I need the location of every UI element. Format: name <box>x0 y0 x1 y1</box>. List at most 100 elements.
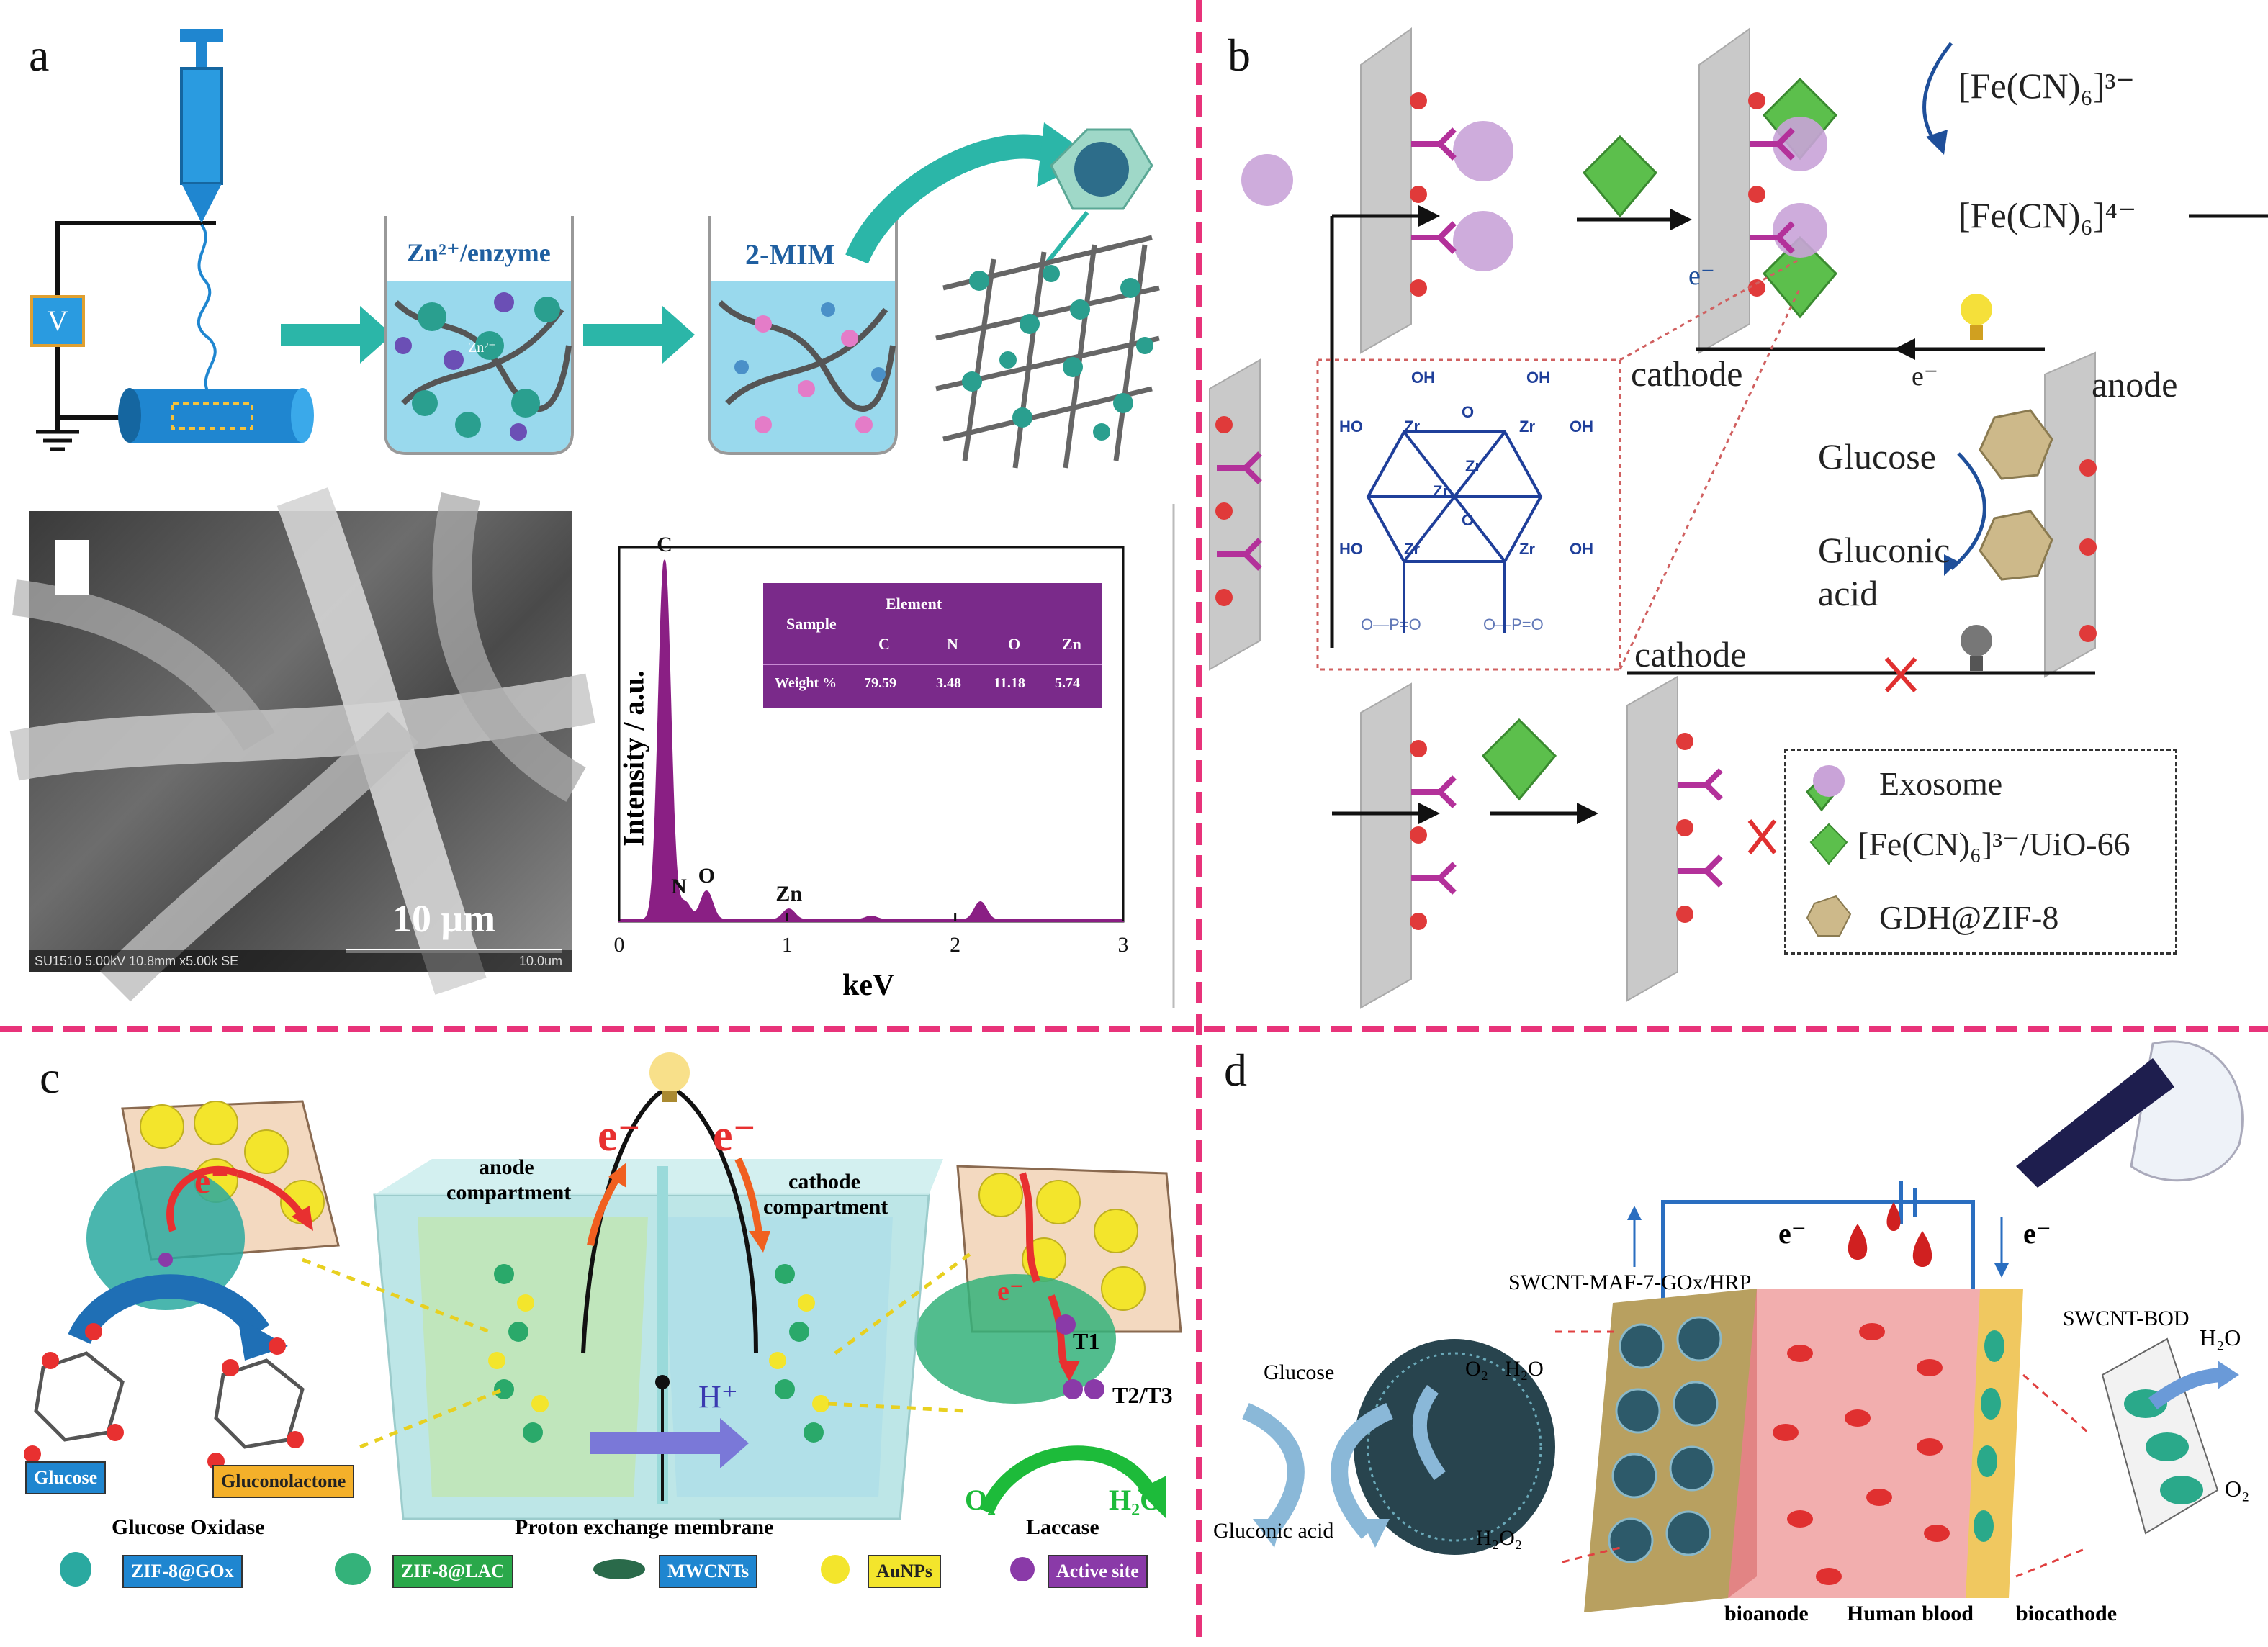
sem-info-scale: 10.0um <box>518 954 562 968</box>
voltage-source: V <box>30 295 85 347</box>
o2-label-c: O₂ <box>965 1484 996 1516</box>
voltage-label: V <box>47 304 68 337</box>
eds-peak-label-zn: Zn <box>775 882 802 906</box>
legend-panel-b <box>1784 749 2177 955</box>
glucose-label-b: Glucose <box>1818 436 1936 477</box>
table-row-label: Weight % <box>775 675 837 691</box>
uio-zr-3: Zr <box>1465 457 1481 475</box>
bioanode-label: bioanode <box>1724 1602 1809 1625</box>
beaker-zn-enzyme-label: Zn²⁺/enzyme <box>407 238 551 267</box>
o2-label-d-left: O₂ <box>1465 1357 1489 1381</box>
table-val-c: 79.59 <box>864 675 896 691</box>
uio66-structure-labels: OH OH HO OH Zr Zr Zr Zr O O HO OH Zr Zr … <box>1318 360 1620 669</box>
biofuel-sensor-schematic <box>1209 27 2268 1009</box>
table-col-c: C <box>878 635 890 653</box>
sem-info-text: SU1510 5.00kV 10.8mm x5.00k SE <box>35 954 239 968</box>
eds-xlabel: keV <box>842 969 895 1002</box>
sem-white-marker <box>55 540 89 595</box>
sem-scale-text: 10 μm <box>392 897 496 940</box>
human-blood-label: Human blood <box>1847 1602 1974 1625</box>
eds-x-tick-label: 0 <box>614 933 625 957</box>
panel-label-d: d <box>1224 1044 1247 1096</box>
table-col-n: N <box>947 635 958 653</box>
panel-label-b: b <box>1228 30 1251 81</box>
table-group-header: Element <box>886 595 942 613</box>
legend-active-site: Active site <box>1048 1555 1148 1588</box>
legend-ferricyanide-uio66: [Fe(CN)₆]³⁻/UiO-66 <box>1858 826 2130 862</box>
uio-zr-2: Zr <box>1519 418 1535 436</box>
uio-zr-1: Zr <box>1404 418 1420 436</box>
h2o-label-c: H₂O <box>1109 1484 1163 1516</box>
electron-label-circuit: e⁻ <box>1912 361 1938 392</box>
proton-membrane-label: Proton exchange membrane <box>515 1515 774 1539</box>
table-col-o: O <box>1008 635 1021 653</box>
anode-label: anode <box>2092 364 2178 405</box>
biocathode-label: biocathode <box>2016 1602 2118 1625</box>
uio-phosphate-1: O—P=O <box>1361 615 1421 633</box>
uio-zr-4: Zr <box>1433 482 1449 500</box>
gluconic-acid-label-d: Gluconic acid <box>1213 1519 1334 1543</box>
electron-d-left: e⁻ <box>1778 1217 1806 1250</box>
eds-peak-label-c: C <box>657 533 672 556</box>
uio-zr-5: Zr <box>1404 540 1420 558</box>
uio-phosphate-2: O—P=O <box>1483 615 1544 633</box>
eds-x-tick-label: 1 <box>782 933 793 957</box>
uio-ho-2: HO <box>1339 540 1363 558</box>
gluconic-acid-label-2: acid <box>1818 573 1878 613</box>
eds-x-tick-label: 3 <box>1118 933 1129 957</box>
legend-aunps: AuNPs <box>868 1555 942 1588</box>
eds-peak-label-n: N <box>671 875 687 898</box>
legend-gdh-zif8: GDH@ZIF-8 <box>1879 899 2059 936</box>
uio-o-1: O <box>1462 403 1475 421</box>
table-col-zn: Zn <box>1062 635 1081 653</box>
cathode-material-label: SWCNT-BOD <box>2063 1307 2190 1330</box>
gluconolactone-tag: Gluconolactone <box>212 1465 355 1498</box>
uio-oh-2: OH <box>1526 369 1550 387</box>
uio-oh-4: OH <box>1570 540 1593 558</box>
anode-compartment-label-2: compartment <box>446 1181 572 1204</box>
cathode-compartment-label-2: compartment <box>763 1195 888 1219</box>
proton-label: H⁺ <box>698 1379 738 1414</box>
electron-label-top: e⁻ <box>1688 261 1715 291</box>
table-val-o: 11.18 <box>994 675 1025 691</box>
legend-zif8-lac: ZIF-8@LAC <box>392 1555 514 1588</box>
h2o2-label-d: H₂O₂ <box>1476 1526 1523 1550</box>
sem-info-bar: SU1510 5.00kV 10.8mm x5.00k SE 10.0um <box>29 950 572 972</box>
h2o-label-d-left: H₂O <box>1505 1357 1544 1381</box>
uio-ho-1: HO <box>1339 418 1363 436</box>
eds-peak-label-o: O <box>698 864 715 888</box>
electron-c-laccase: e⁻ <box>997 1276 1024 1307</box>
eds-x-tick-label: 2 <box>950 933 960 957</box>
electron-c-gox: e⁻ <box>194 1160 230 1201</box>
cathode-label-bottom: cathode <box>1634 634 1747 674</box>
uio-zr-6: Zr <box>1519 540 1535 558</box>
anode-compartment-label-1: anode <box>479 1155 534 1179</box>
t1-label: T1 <box>1073 1328 1100 1354</box>
beaker-zn-ion: Zn²⁺ <box>468 340 496 356</box>
electron-c-left: e⁻ <box>598 1111 642 1160</box>
uio-o-2: O <box>1462 511 1475 529</box>
legend-exosome: Exosome <box>1879 765 2003 802</box>
glucose-tag: Glucose <box>25 1461 107 1494</box>
eds-inset-table: Sample Element C N O Zn Weight % 79.59 3… <box>763 583 1102 708</box>
uio-oh-3: OH <box>1570 418 1593 436</box>
electrospinning-schematic <box>36 29 1160 469</box>
table-val-zn: 5.74 <box>1055 675 1080 691</box>
electron-c-right: e⁻ <box>713 1111 757 1160</box>
glucose-oxidase-label: Glucose Oxidase <box>112 1515 265 1539</box>
o2-label-d-right: O₂ <box>2225 1476 2250 1502</box>
legend-zif8-gox: ZIF-8@GOx <box>122 1555 243 1588</box>
gluconic-acid-label-1: Gluconic <box>1818 530 1950 570</box>
ferrocyanide-label: [Fe(CN)₆]⁴⁻ <box>1958 195 2137 235</box>
table-divider <box>763 664 1102 665</box>
laccase-label: Laccase <box>1026 1515 1099 1539</box>
ferricyanide-label: [Fe(CN)₆]³⁻ <box>1958 66 2135 106</box>
uio-oh-1: OH <box>1411 369 1435 387</box>
cathode-label-top: cathode <box>1631 353 1743 394</box>
legend-mwcnts: MWCNTs <box>659 1555 758 1588</box>
enzymatic-biofuel-cell-schematic <box>24 1052 1182 1587</box>
eds-spectrum-area <box>618 559 1124 922</box>
t2t3-label: T2/T3 <box>1112 1382 1173 1408</box>
